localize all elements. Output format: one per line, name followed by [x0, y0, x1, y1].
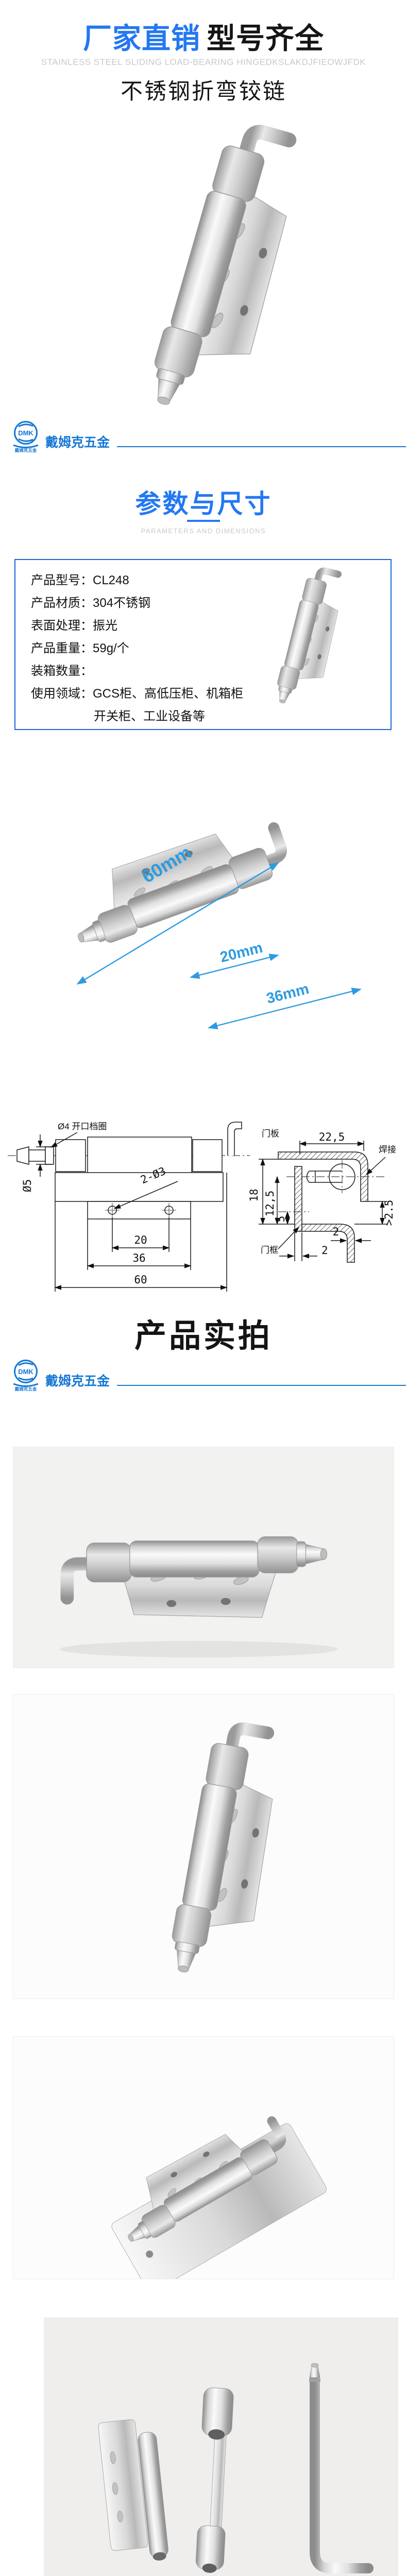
drawing-dim-125: 12,5: [264, 1191, 276, 1217]
brand-bar: DMK 戴姆克五金 戴姆克五金: [11, 1358, 406, 1391]
page-title-rest: 型号齐全: [207, 22, 324, 55]
drawing-label-door-panel: 门板: [262, 1129, 279, 1139]
drawing-label-pin-dia: Ø5: [21, 1179, 33, 1192]
param-row-model: 产品型号：CL248: [31, 569, 243, 592]
product-photo-vertical: [13, 1694, 394, 1999]
drawing-dim-225: 22,5: [319, 1131, 345, 1143]
part-pin: [309, 2363, 374, 2573]
param-label: 产品型号：: [31, 573, 93, 587]
param-value: 59g/个: [93, 641, 129, 655]
section-subtitle-english: PARAMETERS AND DIMENSIONS: [141, 527, 266, 535]
param-label: 产品材质：: [31, 596, 93, 610]
subtitle-english: STAINLESS STEEL SLIDING LOAD-BEARING HIN…: [41, 57, 366, 67]
drawing-label-weld: 焊接: [379, 1145, 396, 1155]
section-title-parameters: 参数与尺寸: [135, 489, 272, 518]
param-row-usage: 使用领域：GCS柜、高低压柜、机箱柜: [31, 683, 243, 705]
brand-divider: [117, 1385, 406, 1386]
param-value: 振光: [93, 619, 117, 633]
brand-logo-icon: DMK 戴姆克五金: [13, 1360, 39, 1391]
param-label: 装箱数量：: [31, 664, 93, 678]
drawing-dim-18: 18: [248, 1189, 260, 1201]
param-row-usage-cont: 开关柜、工业设备等: [31, 705, 243, 728]
param-label: 表面处理：: [31, 619, 93, 633]
technical-drawing: Ø4 开口档圈 Ø5 2-Ø3 20 36 60: [8, 1122, 396, 1292]
brand-bar: DMK 戴姆克五金 戴姆克五金: [11, 419, 406, 452]
drawing-dim-60: 60: [134, 1274, 147, 1286]
param-label: 产品重量：: [31, 641, 93, 655]
brand-logo-text: DMK: [18, 429, 33, 437]
drawing-dim-20: 20: [134, 1234, 147, 1246]
dim-hole-spacing-label: 20mm: [218, 939, 264, 965]
part-leaf: [98, 2419, 168, 2561]
parameters-list: 产品型号：CL248 产品材质：304不锈钢 表面处理：振光 产品重量：59g/…: [31, 569, 243, 728]
param-row-finish: 表面处理：振光: [31, 615, 243, 637]
param-label: 使用领域：: [31, 687, 93, 701]
brand-name: 戴姆克五金: [45, 435, 110, 450]
parameters-box-photo: [226, 563, 383, 725]
drawing-dim-2-bottom: 2: [321, 1244, 328, 1257]
page-title-highlight: 厂家直销: [83, 22, 200, 55]
param-value: 开关柜、工业设备等: [94, 709, 205, 723]
param-row-packing: 装箱数量：: [31, 660, 243, 683]
brand-divider: [117, 446, 406, 447]
product-photo-with-plate: [13, 2036, 394, 2293]
section-title-real-shots: 产品实拍: [134, 1318, 273, 1354]
drawing-dim-25: >2.5: [383, 1200, 395, 1226]
param-row-material: 产品材质：304不锈钢: [31, 592, 243, 615]
brand-logo-caption: 戴姆克五金: [15, 448, 37, 452]
page-title: 厂家直销型号齐全: [0, 15, 407, 57]
part-bar: [195, 2387, 234, 2573]
param-row-weight: 产品重量：59g/个: [31, 637, 243, 660]
drawing-label-door-frame: 门框: [261, 1245, 278, 1255]
main-product-photo: [0, 116, 407, 417]
product-photo-parts: [44, 2317, 398, 2576]
param-value: GCS柜、高低压柜、机箱柜: [93, 687, 244, 701]
drawing-label-circlip: Ø4 开口档圈: [58, 1122, 107, 1131]
section-title-underline: [187, 520, 220, 522]
drawing-dim-2-right: 2: [333, 1226, 340, 1238]
size-photo: 60mm 20mm 36mm: [0, 742, 362, 1029]
drawing-dim-36: 36: [132, 1252, 145, 1264]
param-value: 304不锈钢: [93, 596, 151, 610]
brand-logo-caption: 戴姆克五金: [15, 1386, 37, 1391]
subtitle-chinese: 不锈钢折弯铰链: [121, 79, 286, 104]
brand-name: 戴姆克五金: [45, 1374, 110, 1388]
drawing-dim-5: 5: [275, 1216, 287, 1223]
brand-logo-icon: DMK 戴姆克五金: [13, 421, 39, 452]
parameters-box: 产品型号：CL248 产品材质：304不锈钢 表面处理：振光 产品重量：59g/…: [14, 559, 392, 730]
param-value: CL248: [93, 573, 129, 587]
product-photo-horizontal: [13, 1447, 394, 1668]
brand-logo-text: DMK: [18, 1368, 33, 1376]
